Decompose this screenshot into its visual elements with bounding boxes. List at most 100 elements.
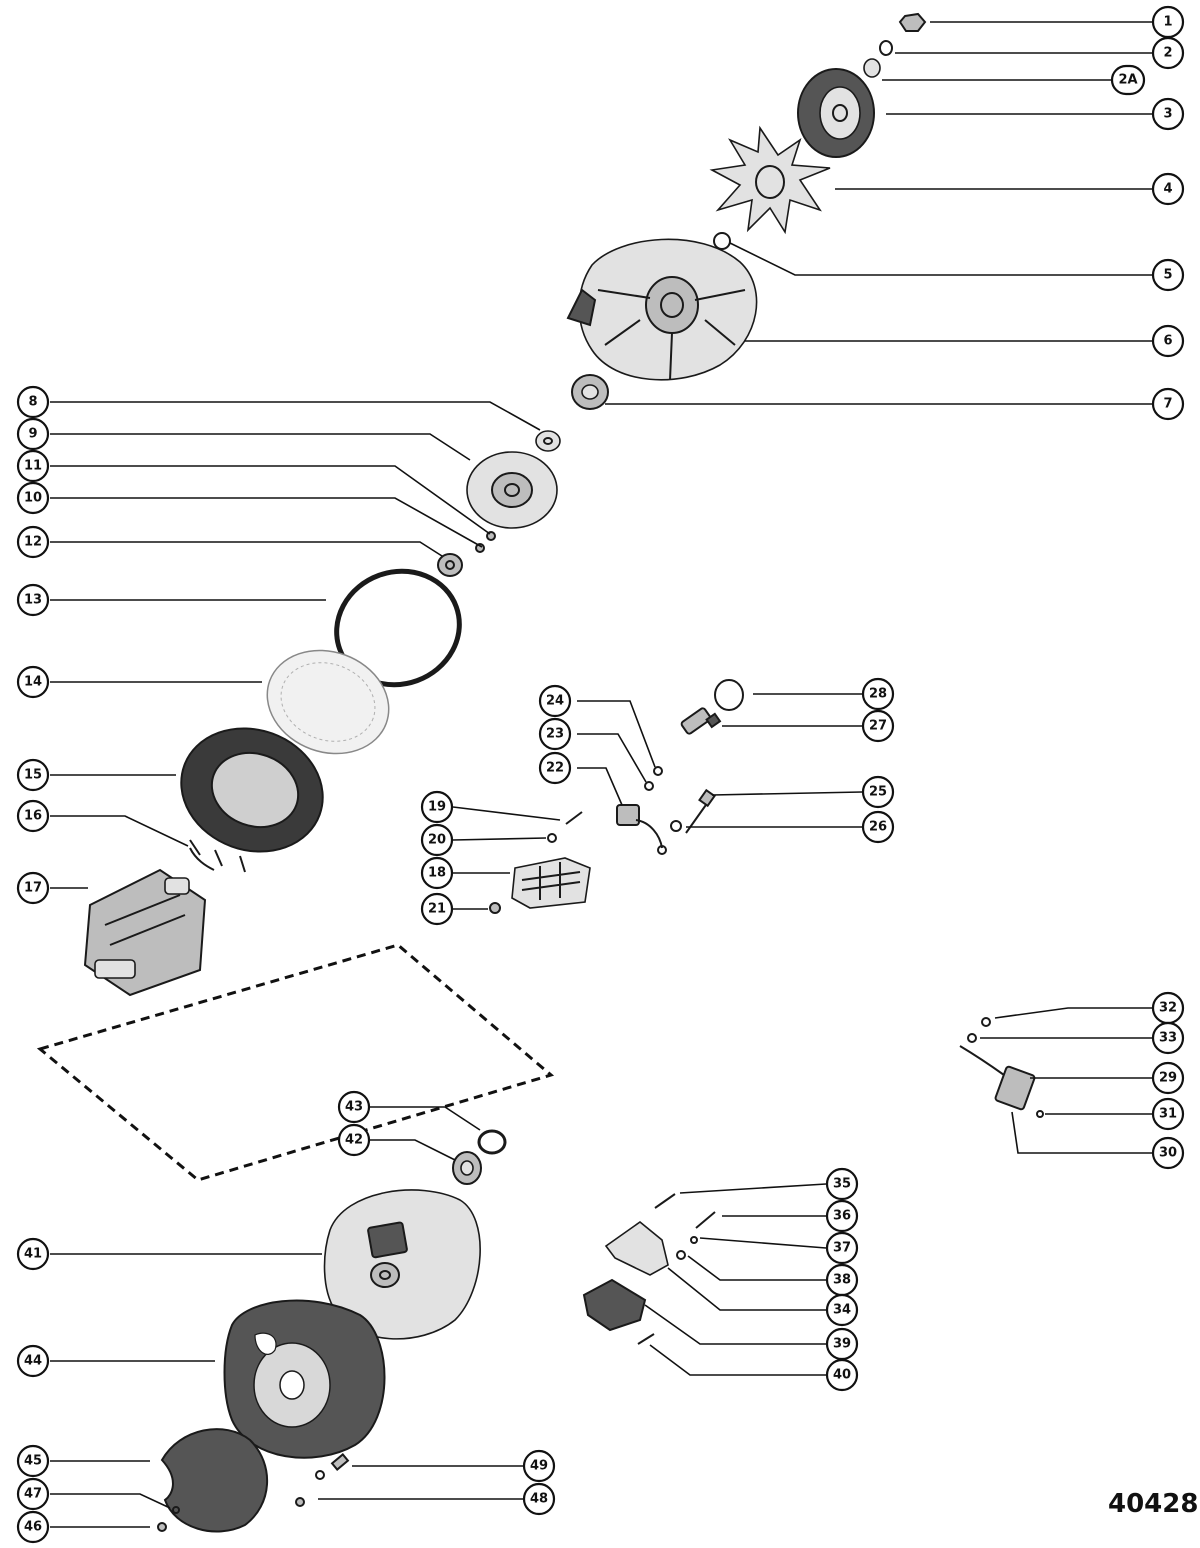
part-screws-10-11 bbox=[475, 531, 496, 553]
part-small-nuts bbox=[644, 766, 682, 832]
callout-8: 8 bbox=[16, 385, 50, 419]
svg-text:12: 12 bbox=[24, 535, 42, 550]
part-spacer-2a bbox=[863, 58, 881, 78]
callout-44: 44 bbox=[16, 1344, 50, 1378]
part-screws-19-20-21 bbox=[489, 811, 583, 914]
callout-33: 33 bbox=[1151, 1021, 1185, 1055]
callout-46: 46 bbox=[16, 1510, 50, 1544]
part-rectifier-18 bbox=[511, 857, 591, 909]
part-housing-6 bbox=[566, 238, 758, 381]
callout-18: 18 bbox=[420, 856, 454, 890]
svg-text:49: 49 bbox=[530, 1459, 548, 1474]
callout-20: 20 bbox=[420, 823, 454, 857]
svg-text:14: 14 bbox=[24, 675, 42, 690]
callout-49: 49 bbox=[522, 1449, 556, 1483]
svg-text:4: 4 bbox=[1163, 182, 1172, 197]
svg-text:3: 3 bbox=[1163, 107, 1172, 122]
callout-45: 45 bbox=[16, 1444, 50, 1478]
svg-text:21: 21 bbox=[428, 902, 446, 917]
callout-17: 17 bbox=[16, 871, 50, 905]
callout-13: 13 bbox=[16, 583, 50, 617]
svg-text:37: 37 bbox=[833, 1241, 851, 1256]
callout-38: 38 bbox=[825, 1263, 859, 1297]
callout-19: 19 bbox=[420, 790, 454, 824]
callout-29: 29 bbox=[1151, 1061, 1185, 1095]
part-plate-45 bbox=[160, 1428, 269, 1533]
callout-6: 6 bbox=[1151, 324, 1185, 358]
svg-text:35: 35 bbox=[833, 1177, 851, 1192]
svg-text:48: 48 bbox=[530, 1492, 548, 1507]
svg-text:2: 2 bbox=[1163, 46, 1172, 61]
part-leads-16 bbox=[189, 847, 215, 871]
part-bearing-42 bbox=[452, 1151, 482, 1185]
part-screws-46-47 bbox=[157, 1506, 180, 1532]
svg-text:40: 40 bbox=[833, 1368, 851, 1383]
svg-text:24: 24 bbox=[546, 694, 564, 709]
callout-3: 3 bbox=[1151, 97, 1185, 131]
svg-text:43: 43 bbox=[345, 1100, 363, 1115]
svg-text:42: 42 bbox=[345, 1133, 363, 1148]
svg-text:36: 36 bbox=[833, 1209, 851, 1224]
callout-7: 7 bbox=[1151, 387, 1185, 421]
callout-14: 14 bbox=[16, 665, 50, 699]
callout-24: 24 bbox=[538, 684, 572, 718]
svg-text:29: 29 bbox=[1159, 1071, 1177, 1086]
callout-40: 40 bbox=[825, 1358, 859, 1392]
svg-text:38: 38 bbox=[833, 1273, 851, 1288]
callout-35: 35 bbox=[825, 1167, 859, 1201]
svg-text:16: 16 bbox=[24, 809, 42, 824]
callout-15: 15 bbox=[16, 758, 50, 792]
callout-12: 12 bbox=[16, 525, 50, 559]
part-plate-9 bbox=[466, 451, 558, 529]
svg-text:11: 11 bbox=[24, 459, 42, 474]
part-bearing-7 bbox=[571, 374, 609, 410]
part-bolt-25 bbox=[685, 788, 716, 834]
svg-text:23: 23 bbox=[546, 727, 564, 742]
svg-text:26: 26 bbox=[869, 820, 887, 835]
callout-22: 22 bbox=[538, 751, 572, 785]
callouts: 1 2 2A 3 4 5 6 7 8 9 11 10 12 13 14 15 1… bbox=[16, 5, 1185, 1544]
callout-43: 43 bbox=[337, 1090, 371, 1124]
svg-text:28: 28 bbox=[869, 687, 887, 702]
callout-16: 16 bbox=[16, 799, 50, 833]
part-terminal-27 bbox=[680, 707, 722, 735]
figure-number: 40428 bbox=[1108, 1489, 1198, 1519]
svg-text:22: 22 bbox=[546, 761, 564, 776]
svg-text:34: 34 bbox=[833, 1303, 851, 1318]
callout-9: 9 bbox=[16, 417, 50, 451]
part-brush-22 bbox=[616, 804, 667, 855]
svg-text:44: 44 bbox=[24, 1354, 42, 1369]
part-screws-48-49 bbox=[295, 1453, 350, 1507]
svg-text:31: 31 bbox=[1159, 1107, 1177, 1122]
svg-text:30: 30 bbox=[1159, 1146, 1177, 1161]
callout-28: 28 bbox=[861, 677, 895, 711]
svg-text:27: 27 bbox=[869, 719, 887, 734]
callout-47: 47 bbox=[16, 1477, 50, 1511]
part-oring-13 bbox=[334, 568, 462, 688]
svg-text:25: 25 bbox=[869, 785, 887, 800]
callout-2a: 2A bbox=[1110, 64, 1146, 96]
svg-text:32: 32 bbox=[1159, 1001, 1177, 1016]
callout-23: 23 bbox=[538, 717, 572, 751]
part-fan-4 bbox=[709, 125, 831, 235]
svg-text:45: 45 bbox=[24, 1454, 42, 1469]
callout-48: 48 bbox=[522, 1482, 556, 1516]
callout-2: 2 bbox=[1151, 36, 1185, 70]
part-washer-2 bbox=[879, 40, 893, 56]
svg-text:15: 15 bbox=[24, 768, 42, 783]
leader-lines bbox=[50, 21, 1152, 1528]
svg-text:47: 47 bbox=[24, 1487, 42, 1502]
callout-36: 36 bbox=[825, 1199, 859, 1233]
callout-5: 5 bbox=[1151, 258, 1185, 292]
dashed-assembly-outline bbox=[36, 943, 555, 1182]
callout-26: 26 bbox=[861, 810, 895, 844]
svg-text:5: 5 bbox=[1163, 268, 1172, 283]
callout-30: 30 bbox=[1151, 1136, 1185, 1170]
callout-10: 10 bbox=[16, 481, 50, 515]
svg-text:33: 33 bbox=[1159, 1031, 1177, 1046]
part-stator-15 bbox=[180, 727, 324, 873]
callout-32: 32 bbox=[1151, 991, 1185, 1025]
svg-text:8: 8 bbox=[28, 395, 37, 410]
callout-1: 1 bbox=[1151, 5, 1185, 39]
